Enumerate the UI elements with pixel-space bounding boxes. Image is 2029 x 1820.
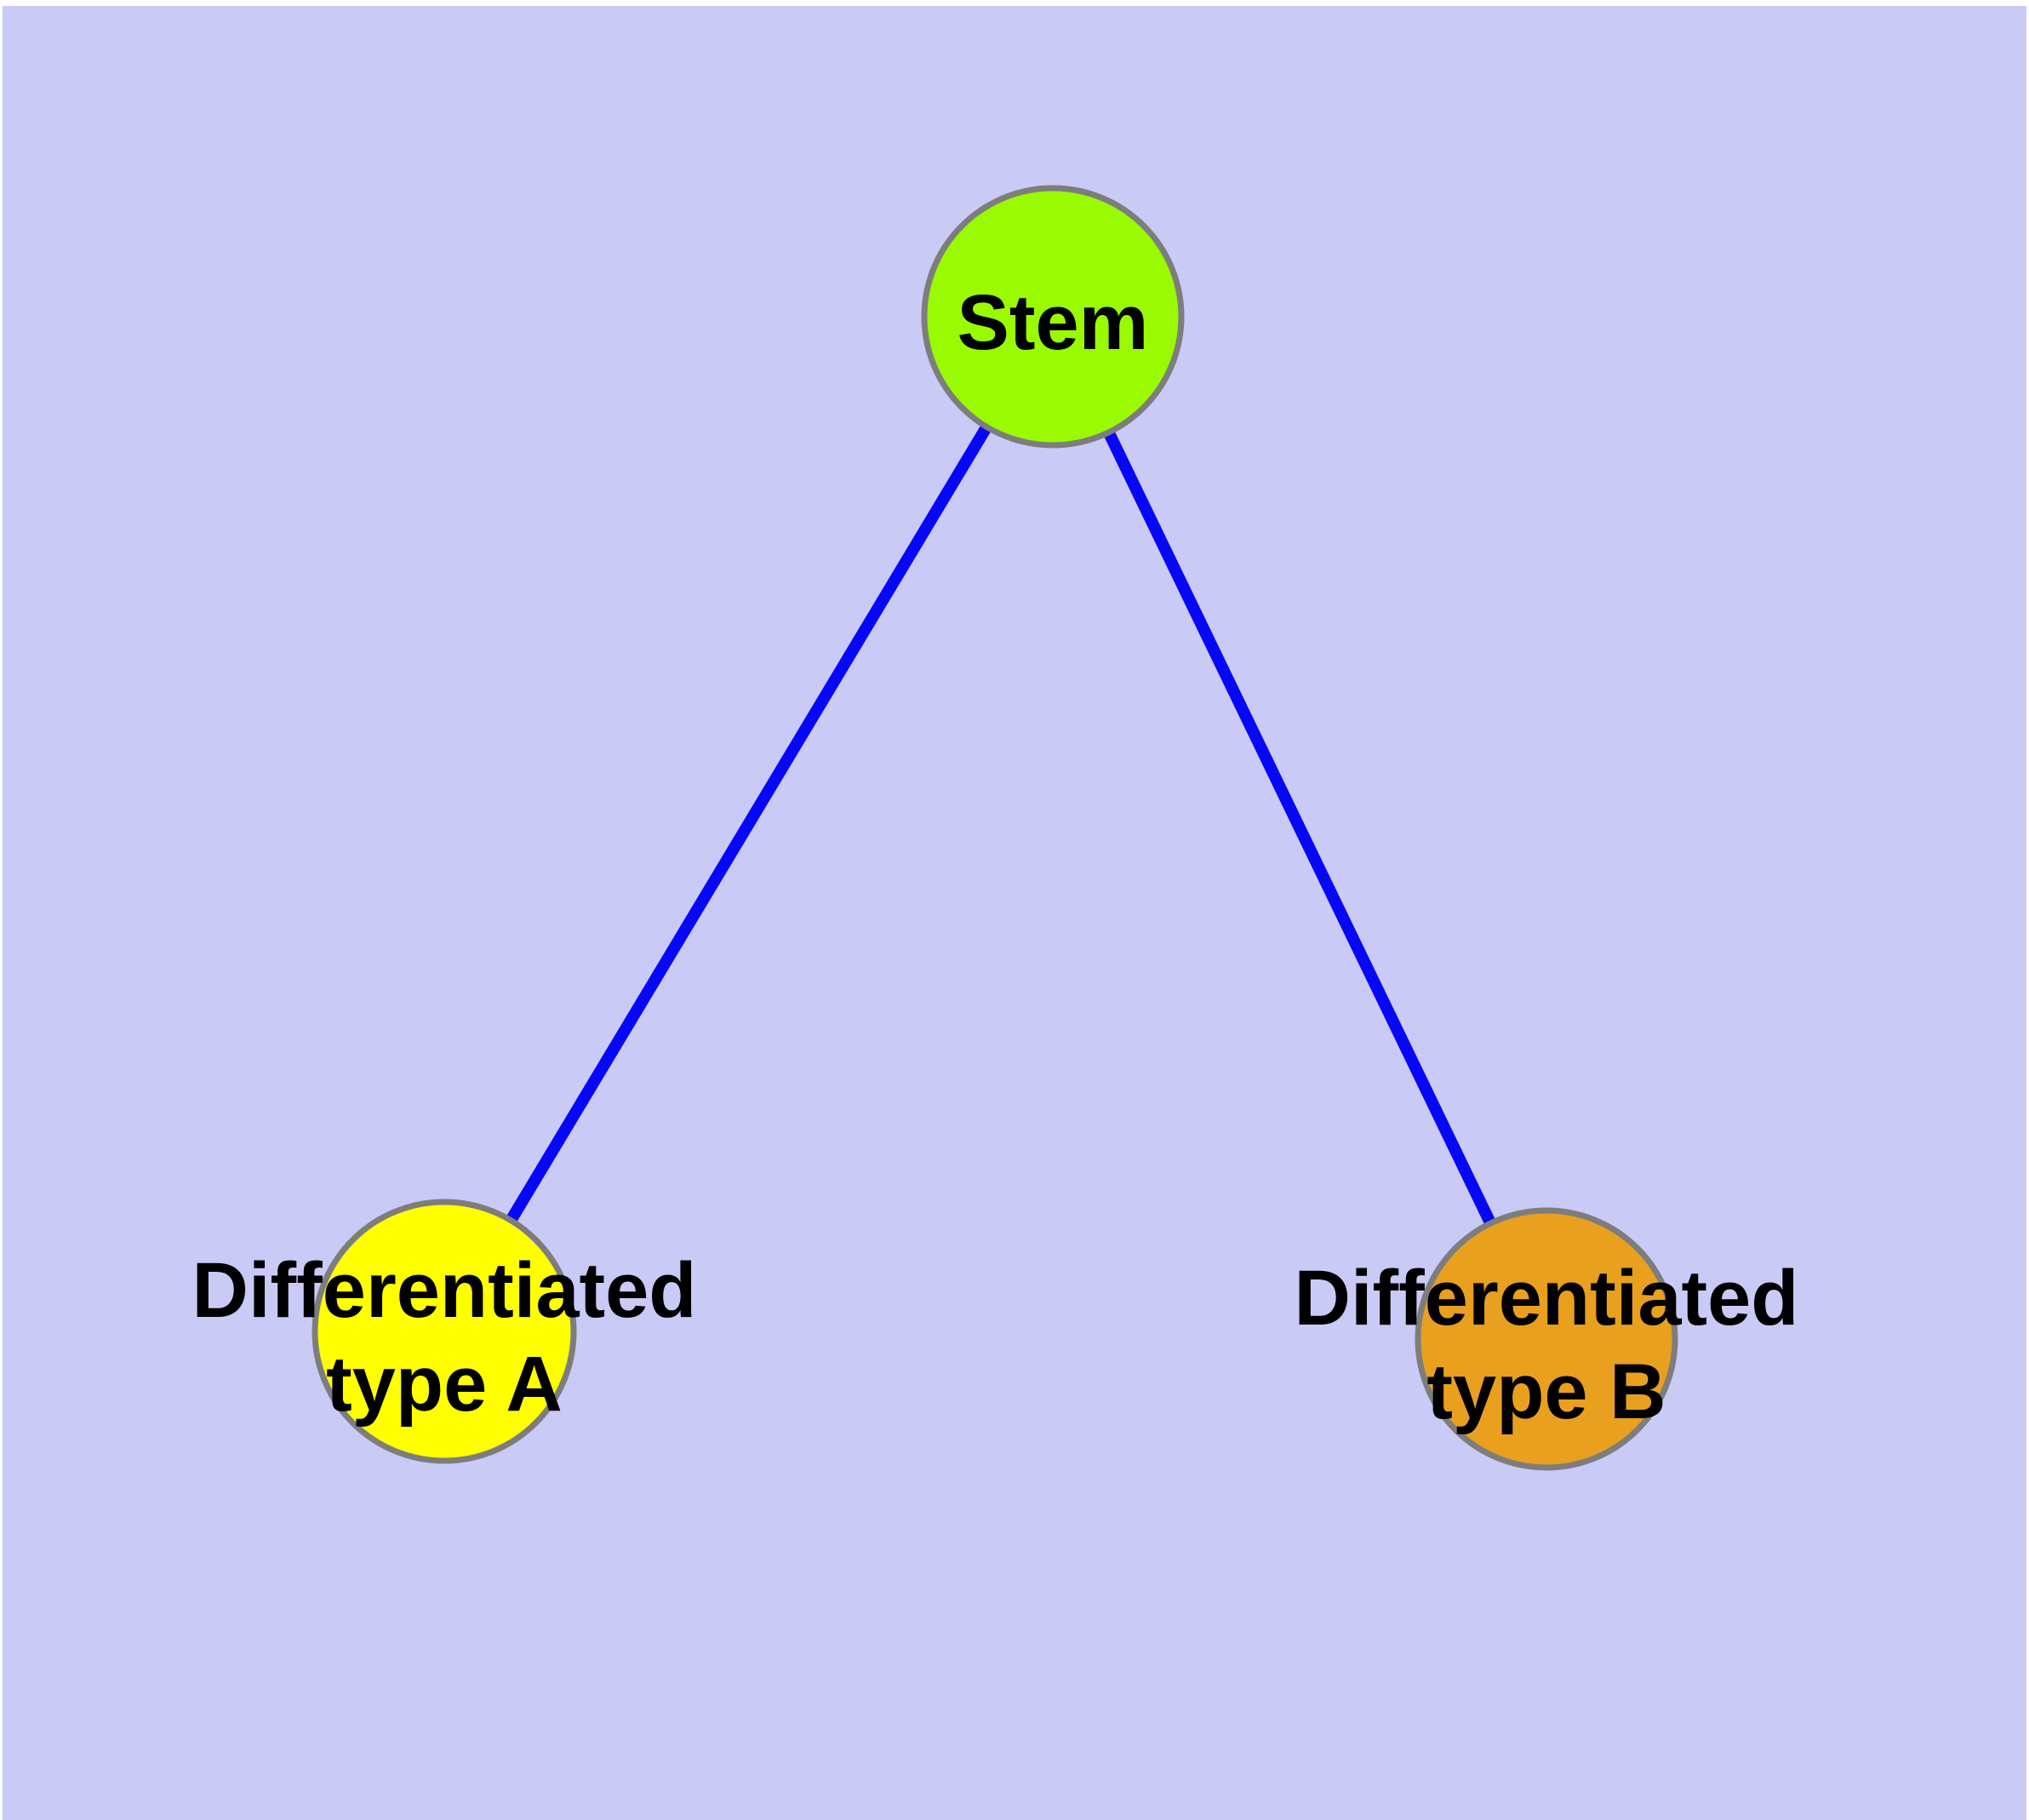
node-type-b: Differentiated type B [1295,1207,1799,1471]
node-stem-label: Stem [957,279,1149,366]
node-type-a-circle [311,1199,577,1464]
node-stem-circle [921,185,1185,449]
node-stem: Stem [921,185,1185,449]
node-type-a-label-line2: type A [326,1341,563,1428]
edge-layer [438,313,1552,1342]
node-type-a-label-line1: Differentiated [192,1247,697,1334]
node-type-b-circle [1415,1207,1678,1471]
edge-stem-to-type-a [438,313,1059,1335]
node-type-b-label-line1: Differentiated [1295,1255,1799,1342]
node-type-b-label-line2: type B [1426,1348,1666,1435]
node-type-a: Differentiated type A [192,1199,697,1464]
edge-stem-to-type-b [1047,313,1552,1342]
